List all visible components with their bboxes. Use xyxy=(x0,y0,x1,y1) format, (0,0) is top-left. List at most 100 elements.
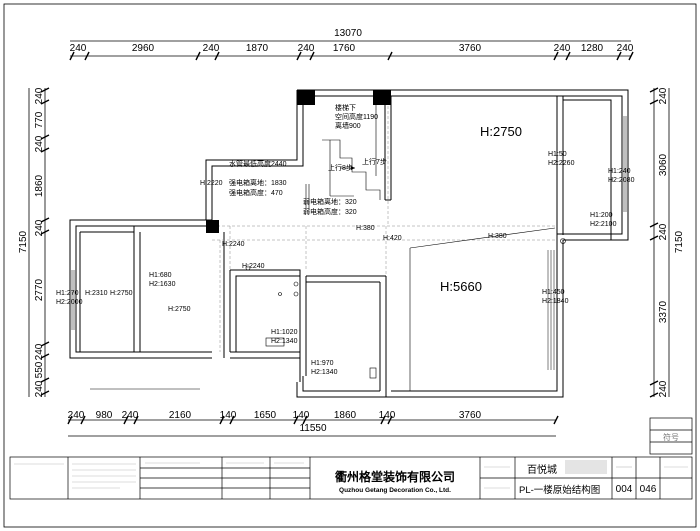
label-bottom-h2: H2:1340 xyxy=(311,369,338,376)
label-strong-box-height: 强电箱高度：470 xyxy=(229,188,283,197)
label-left-room-h2: H2:1630 xyxy=(149,281,176,288)
label-upper-steps: 上行7步 xyxy=(362,157,387,166)
label-right-door-h1: H1:200 xyxy=(590,212,613,219)
dim-bottom-seg: 3760 xyxy=(459,410,482,421)
dim-right-seg: 240 xyxy=(658,223,669,240)
dim-top-seg: 240 xyxy=(554,43,571,54)
dim-left-seg: 240 xyxy=(34,135,45,152)
sheet-frame xyxy=(3,3,697,528)
label-h380-a: H:380 xyxy=(356,225,375,232)
dim-top-seg: 240 xyxy=(298,43,315,54)
dim-top-total: 13070 xyxy=(334,28,362,39)
dim-right-total: 7150 xyxy=(674,230,685,253)
dim-left-seg: 550 xyxy=(34,361,45,378)
dim-left-seg: 240 xyxy=(34,380,45,397)
dim-left-seg: 2770 xyxy=(34,278,45,301)
label-pipe-height: 水管最低高度2440 xyxy=(229,159,287,168)
windows xyxy=(71,116,627,390)
slope-lines xyxy=(409,227,556,391)
label-strong-box-floor: 强电箱离地：1830 xyxy=(229,178,287,187)
dim-left-seg: 240 xyxy=(34,219,45,236)
dim-left-seg: 240 xyxy=(34,87,45,104)
drawing-name: PL-一楼原始结构图 xyxy=(519,484,600,496)
label-right-mid-h1: H1:450 xyxy=(542,289,565,296)
dim-bottom-total: 11550 xyxy=(299,423,327,434)
dim-bottom-seg: 980 xyxy=(96,410,113,421)
label-weak-box-height: 弱电箱高度：320 xyxy=(303,207,357,216)
dim-top-seg: 1760 xyxy=(333,43,356,54)
fixtures xyxy=(245,184,566,379)
dim-top-seg: 2960 xyxy=(132,43,155,54)
dim-left-seg: 1860 xyxy=(34,174,45,197)
drawing-number-b: 046 xyxy=(640,484,657,495)
label-right-wall-h2: H2:2080 xyxy=(608,177,635,184)
title-block-fine-print xyxy=(14,462,688,489)
drawing-number-a: 004 xyxy=(616,484,633,495)
dim-top-seg: 1280 xyxy=(581,43,604,54)
dim-bottom-seg: 1650 xyxy=(254,410,277,421)
company-name-cn: 衢州格堂装饰有限公司 xyxy=(335,469,455,484)
label-right-door-h2: H2:2100 xyxy=(590,221,617,228)
dim-bottom-seg: 2160 xyxy=(169,410,192,421)
dimension-ticks xyxy=(40,51,659,425)
label-h380-b: H:380 xyxy=(488,233,507,240)
dim-bottom-seg: 240 xyxy=(68,410,85,421)
dim-bottom-seg: 140 xyxy=(379,410,396,421)
dim-bottom-seg: 240 xyxy=(122,410,139,421)
dim-top-seg: 1870 xyxy=(246,43,269,54)
label-right-wall-h1: H1:240 xyxy=(608,168,631,175)
label-right-upper-h2: H2:2260 xyxy=(548,160,575,167)
label-room-height: H:2750 xyxy=(480,124,522,139)
title-block xyxy=(9,417,693,500)
dim-left-seg: 770 xyxy=(34,111,45,128)
label-h2240-b: H:2240 xyxy=(242,263,265,270)
label-far-left-right: H:2750 xyxy=(110,290,133,297)
stair-arrow-head xyxy=(351,166,355,170)
dim-right-seg: 240 xyxy=(658,380,669,397)
label-right-upper-h1: H1:50 xyxy=(548,151,567,158)
label-hall-height: H:5660 xyxy=(440,279,482,294)
label-h420: H:420 xyxy=(383,235,402,242)
dim-left-total: 7150 xyxy=(18,230,29,253)
label-far-left-h1: H1:270 xyxy=(56,290,79,297)
label-weak-box-floor: 弱电箱离地：320 xyxy=(303,197,357,206)
label-left-room-h1: H1:680 xyxy=(149,272,172,279)
label-lower-steps: 上行8步 xyxy=(328,163,353,172)
beam-lines xyxy=(212,96,557,352)
project-logo-patch xyxy=(565,460,607,474)
dim-top-seg: 240 xyxy=(617,43,634,54)
label-stair-headroom: 空间高度1190 xyxy=(335,112,378,121)
dim-right-seg: 3060 xyxy=(658,153,669,176)
label-center-h1: H1:1020 xyxy=(271,329,298,336)
dim-top-segments: 240 2960 240 1870 240 1760 3760 240 1280… xyxy=(70,43,634,54)
sequence-label: 符号 xyxy=(663,432,679,442)
staircase xyxy=(322,104,381,200)
label-right-mid-h2: H2:1840 xyxy=(542,298,569,305)
label-center-h2: H2:1340 xyxy=(271,338,298,345)
label-strong-box-h: H:2220 xyxy=(200,180,223,187)
label-far-left-h2: H2:2000 xyxy=(56,299,83,306)
label-stair-title: 楼梯下 xyxy=(335,103,356,112)
dim-top-seg: 240 xyxy=(203,43,220,54)
dim-top-seg: 3760 xyxy=(459,43,482,54)
label-h2240-a: H:2240 xyxy=(222,241,245,248)
dim-bottom-seg: 140 xyxy=(220,410,237,421)
dim-right-seg: 3370 xyxy=(658,300,669,323)
dim-bottom-segments: 240 980 240 2160 140 1650 140 1860 140 3… xyxy=(68,410,482,421)
columns xyxy=(206,90,391,233)
dim-right-segments: 240 3060 240 3370 240 xyxy=(658,87,669,397)
dim-left-segments: 240 770 240 1860 240 2770 240 550 240 xyxy=(34,87,45,397)
label-left-room-h: H:2750 xyxy=(168,306,191,313)
company-name-en: Quzhou Getang Decoration Co., Ltd. xyxy=(339,487,451,494)
label-far-left-mid: H:2310 xyxy=(85,290,108,297)
dim-right-seg: 240 xyxy=(658,87,669,104)
label-bottom-h1: H1:970 xyxy=(311,360,334,367)
dim-bottom-seg: 1860 xyxy=(334,410,357,421)
dim-bottom-seg: 140 xyxy=(293,410,310,421)
walls xyxy=(69,89,629,398)
project-name: 百悦城 xyxy=(527,463,557,476)
dim-left-seg: 240 xyxy=(34,343,45,360)
dim-top-seg: 240 xyxy=(70,43,87,54)
label-stair-wall: 离墙900 xyxy=(335,121,361,130)
